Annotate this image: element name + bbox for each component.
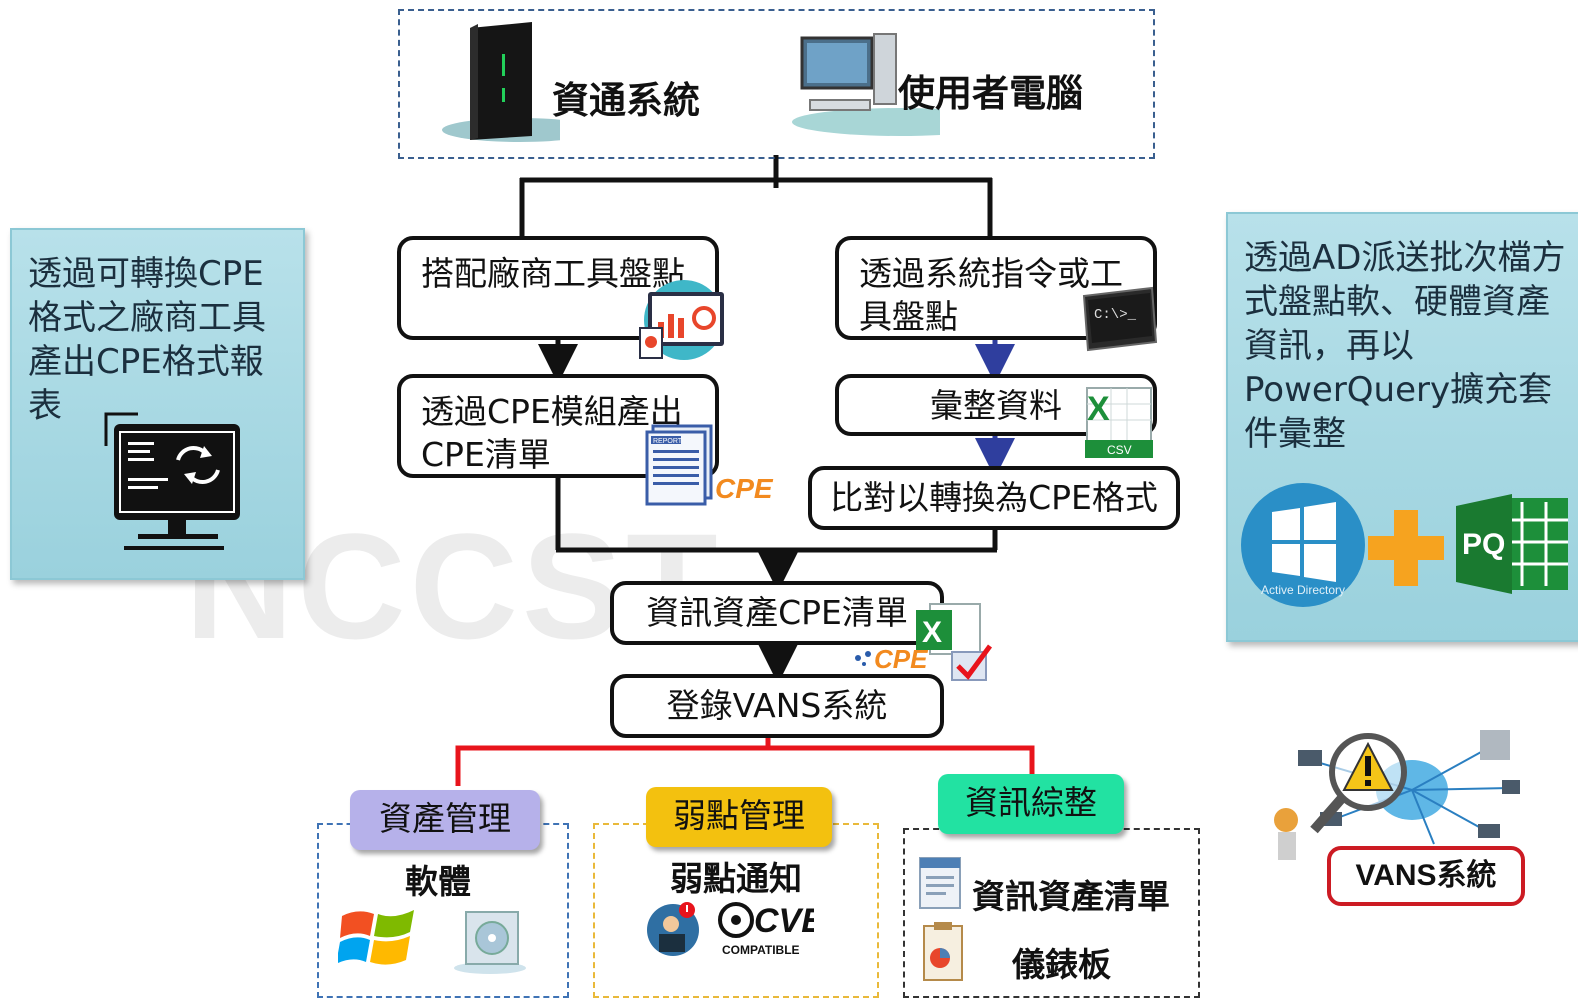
- left-info-text: 透過可轉換CPE格式之廠商工具產出CPE格式報表: [28, 254, 266, 426]
- software-label: 軟體: [405, 862, 471, 901]
- windows-logo-icon: [336, 898, 418, 978]
- document-list-icon: [916, 856, 964, 910]
- aggregate-data-text: 彙整資料: [930, 386, 1062, 425]
- cpe-report-icon: REPORT CPE: [645, 420, 780, 512]
- security-worker-icon: [645, 900, 701, 958]
- asset-cpe-list-text: 資訊資產CPE清單: [646, 593, 908, 632]
- vulnerability-management-title: 弱點管理: [673, 796, 805, 835]
- excel-cpe-check-icon: X CPE: [850, 600, 996, 684]
- cve-sub-text: COMPATIBLE: [722, 943, 800, 957]
- cmd-text: C:\>_: [1094, 307, 1137, 323]
- cve-text: CVE: [754, 902, 814, 940]
- convert-to-cpe-box: 比對以轉換為CPE格式: [808, 466, 1180, 530]
- right-info-text: 透過AD派送批次檔方式盤點軟、硬體資產資訊，再以PowerQuery擴充套件彙整: [1244, 238, 1566, 454]
- plus-icon: [1368, 510, 1444, 586]
- server-icon: [440, 18, 598, 148]
- software-package-icon: [452, 906, 528, 976]
- power-query-icon: PQ: [1456, 490, 1568, 598]
- pq-label: PQ: [1462, 528, 1505, 561]
- information-aggregation-title: 資訊綜整: [965, 783, 1097, 822]
- register-vans-box: 登錄VANS系統: [610, 674, 944, 738]
- svg-text:X: X: [922, 616, 942, 649]
- vulnerability-notice-label: 弱點通知: [670, 859, 802, 898]
- analytics-dashboard-icon: [634, 276, 730, 366]
- svg-text:X: X: [1087, 390, 1110, 428]
- information-aggregation-pill: 資訊綜整: [938, 774, 1124, 834]
- cve-compatible-icon: CVE COMPATIBLE: [714, 898, 825, 960]
- excel-csv-icon: X CSV: [1083, 386, 1155, 460]
- register-vans-text: 登錄VANS系統: [666, 686, 888, 725]
- network-alert-icon: [1262, 710, 1526, 870]
- source-group-box: [398, 9, 1155, 159]
- left-info-panel: 透過可轉換CPE格式之廠商工具產出CPE格式報表: [10, 228, 305, 580]
- cpe-logo2-text: CPE: [874, 644, 928, 674]
- monitor-sync-icon: [98, 410, 248, 560]
- vans-system-label: VANS系統: [1355, 859, 1497, 892]
- ad-label: Active Directory: [1261, 583, 1345, 597]
- cpe-module-output-text: 透過CPE模組產出CPE清單: [421, 392, 683, 474]
- source-pc-label: 使用者電腦: [898, 72, 1083, 115]
- asset-management-title: 資產管理: [379, 799, 511, 838]
- asset-management-pill: 資產管理: [350, 790, 540, 850]
- asset-list-label: 資訊資產清單: [972, 877, 1170, 916]
- vans-system-node: VANS系統: [1327, 846, 1525, 906]
- vendor-tool-inventory-text: 搭配廠商工具盤點: [421, 254, 685, 293]
- cpe-logo-text: CPE: [715, 473, 774, 504]
- dashboard-report-icon: [920, 920, 966, 982]
- convert-to-cpe-text: 比對以轉換為CPE格式: [830, 478, 1158, 517]
- active-directory-icon: Active Directory: [1240, 482, 1366, 608]
- csv-text: CSV: [1107, 443, 1132, 457]
- command-prompt-icon: C:\>_: [1080, 286, 1160, 354]
- dashboard-label: 儀錶板: [1012, 945, 1111, 984]
- system-command-inventory-text: 透過系統指令或工具盤點: [859, 254, 1123, 336]
- source-system-label: 資通系統: [552, 79, 700, 122]
- report-text: REPORT: [653, 438, 683, 445]
- vulnerability-management-pill: 弱點管理: [646, 787, 832, 847]
